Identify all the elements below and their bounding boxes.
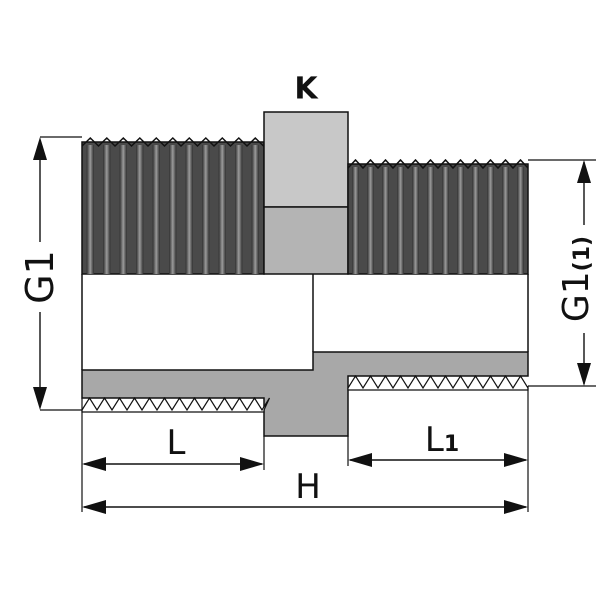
label-l: L <box>167 423 186 463</box>
label-h: H <box>295 467 321 507</box>
thread-ridge <box>502 167 509 274</box>
thread-ridge <box>202 145 210 274</box>
thread-ridge <box>136 145 144 274</box>
thread-ridge <box>119 145 127 274</box>
thread-ridge <box>412 167 419 274</box>
thread-ridge <box>235 145 243 274</box>
thread-ridge <box>457 167 464 274</box>
dimension-l: L <box>81 398 265 512</box>
label-k: K <box>294 72 319 107</box>
left-external-thread <box>81 136 273 275</box>
dimension-g1-1: G1(1) <box>528 159 597 387</box>
label-g1: G1 <box>18 250 62 304</box>
thread-ridge <box>103 145 111 274</box>
label-l1-sub: 1 <box>444 432 459 457</box>
thread-ridge <box>169 145 177 274</box>
thread-ridge <box>152 145 160 274</box>
thread-ridge <box>472 167 479 274</box>
thread-ridge <box>517 167 524 274</box>
svg-text:L1: L1 <box>425 420 459 460</box>
thread-ridge <box>218 145 226 274</box>
thread-ridge <box>86 145 94 274</box>
thread-ridge <box>427 167 434 274</box>
bore-outline <box>81 274 529 370</box>
thread-ridge <box>352 167 359 274</box>
label-g1-1-sub: (1) <box>570 236 595 271</box>
dimension-g1: G1 <box>18 136 82 411</box>
label-l1: L <box>425 420 444 460</box>
dimension-l1: L1 <box>347 386 529 512</box>
thread-ridge <box>487 167 494 274</box>
dimension-h: H <box>82 467 528 514</box>
right-external-thread <box>347 158 529 275</box>
thread-ridge <box>185 145 193 274</box>
thread-ridge <box>382 167 389 274</box>
thread-ridge <box>251 145 259 274</box>
hex-body <box>263 111 349 275</box>
section-lower-half <box>81 351 529 437</box>
thread-ridge <box>397 167 404 274</box>
label-g1-1: G1 <box>556 271 597 322</box>
svg-text:G1(1): G1(1) <box>556 236 597 322</box>
thread-ridge <box>442 167 449 274</box>
thread-ridge <box>367 167 374 274</box>
